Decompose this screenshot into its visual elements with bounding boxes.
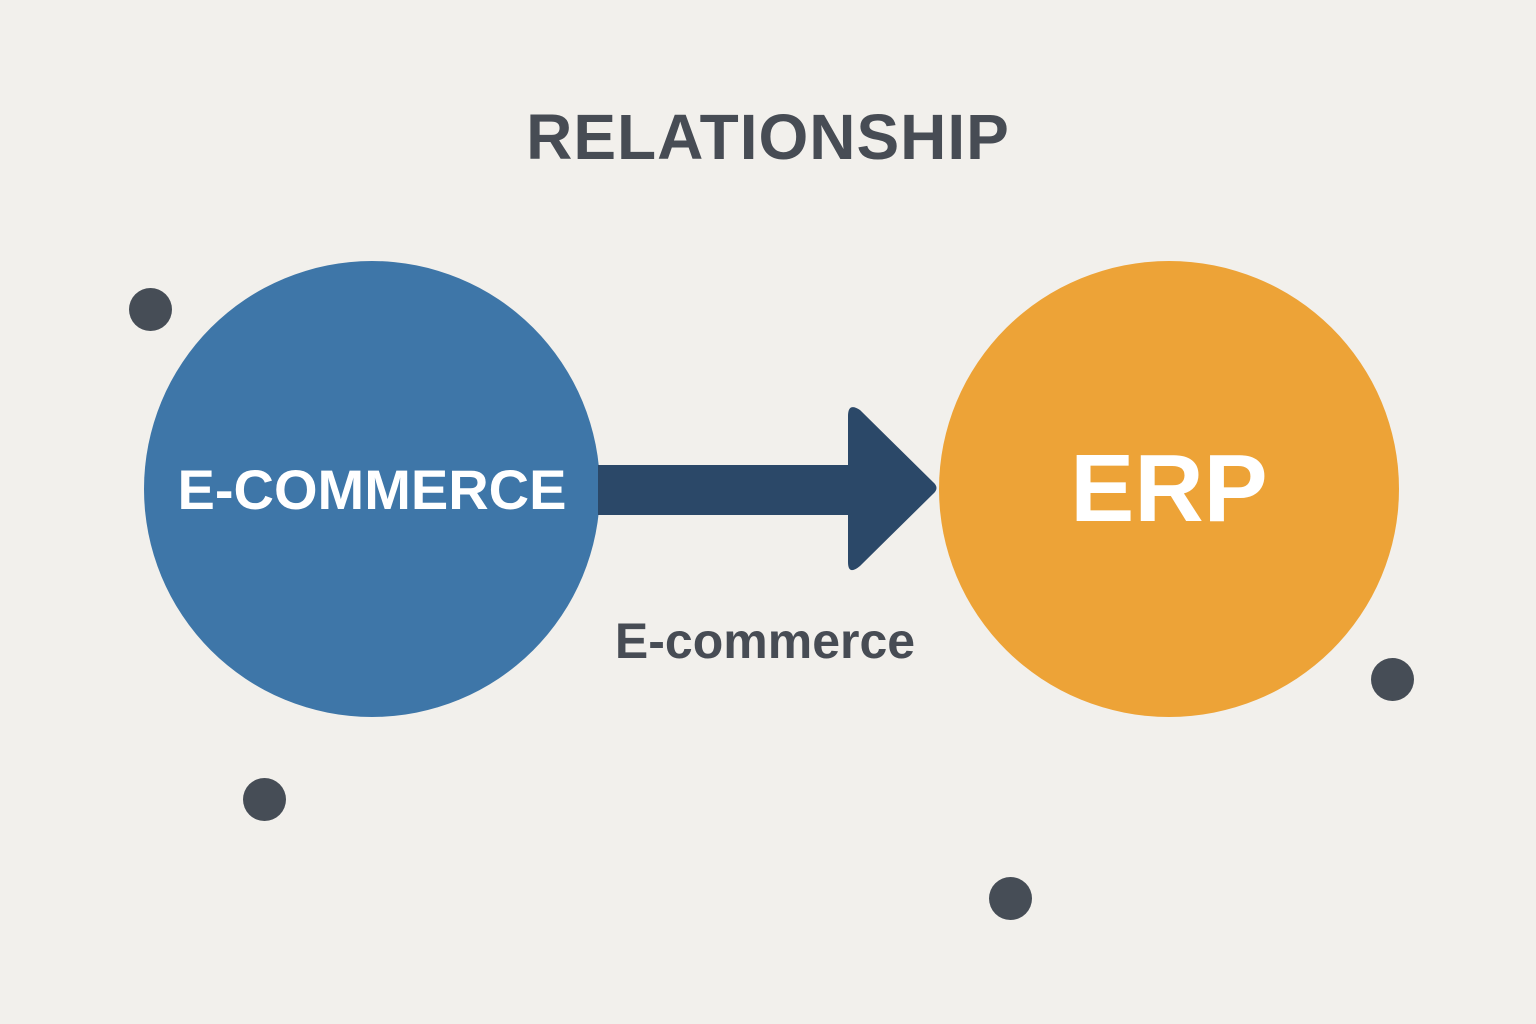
- edge-label: E-commerce: [614, 613, 916, 669]
- ecommerce-node: E-COMMERCE: [144, 261, 600, 717]
- decorative-dot: [243, 778, 286, 821]
- decorative-dot: [989, 877, 1032, 920]
- diagram-title: RELATIONSHIP: [526, 101, 1010, 173]
- ecommerce-node-label: E-COMMERCE: [177, 457, 567, 521]
- decorative-dot: [1371, 658, 1414, 701]
- decorative-dot: [129, 288, 172, 331]
- erp-node: ERP: [939, 261, 1399, 717]
- arrow-shape: [598, 407, 937, 571]
- erp-node-label: ERP: [1070, 435, 1268, 542]
- relationship-arrow-icon: [598, 407, 937, 571]
